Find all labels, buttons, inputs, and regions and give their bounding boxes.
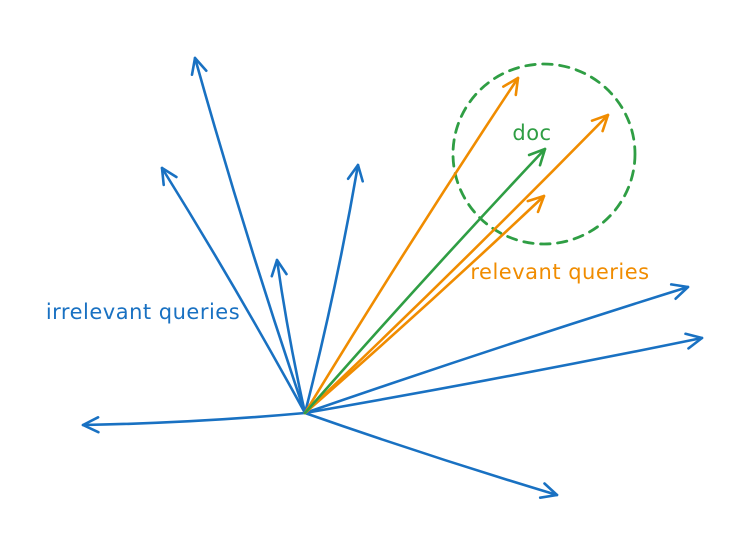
arrowhead-icon bbox=[527, 147, 547, 167]
arrowhead-icon bbox=[160, 166, 178, 187]
irrelevant-query-arrow bbox=[81, 411, 307, 434]
arrowhead-icon bbox=[346, 163, 364, 183]
arrowhead-icon bbox=[190, 56, 208, 76]
irrelevant-query-arrow bbox=[303, 332, 704, 415]
arrowhead-icon bbox=[538, 482, 559, 499]
irrelevant-query-arrow bbox=[160, 166, 307, 415]
irrelevant-query-arrow bbox=[270, 258, 307, 415]
label-relevant-queries: relevant queries bbox=[470, 260, 650, 284]
irrelevant-query-arrow bbox=[303, 283, 690, 415]
irrelevant-query-arrow bbox=[303, 163, 364, 415]
doc-cluster-circle bbox=[451, 62, 637, 246]
relevant-query-arrow bbox=[303, 113, 610, 415]
irrelevant-query-arrow bbox=[190, 56, 307, 415]
arrowhead-icon bbox=[81, 416, 100, 434]
arrowhead-icon bbox=[270, 258, 288, 278]
label-irrelevant-queries: irrelevant queries bbox=[45, 300, 241, 324]
irrelevant-query-arrow bbox=[303, 411, 559, 499]
label-doc: doc bbox=[512, 121, 552, 145]
arrowhead-icon bbox=[526, 194, 546, 214]
arrowhead-icon bbox=[590, 113, 610, 133]
relevant-query-arrow bbox=[303, 76, 520, 415]
arrowhead-icon bbox=[502, 76, 520, 97]
doc-vector-arrow bbox=[303, 147, 547, 415]
relevant-query-arrow bbox=[303, 194, 546, 415]
arrowhead-icon bbox=[669, 283, 690, 300]
arrowhead-icon bbox=[684, 332, 704, 350]
